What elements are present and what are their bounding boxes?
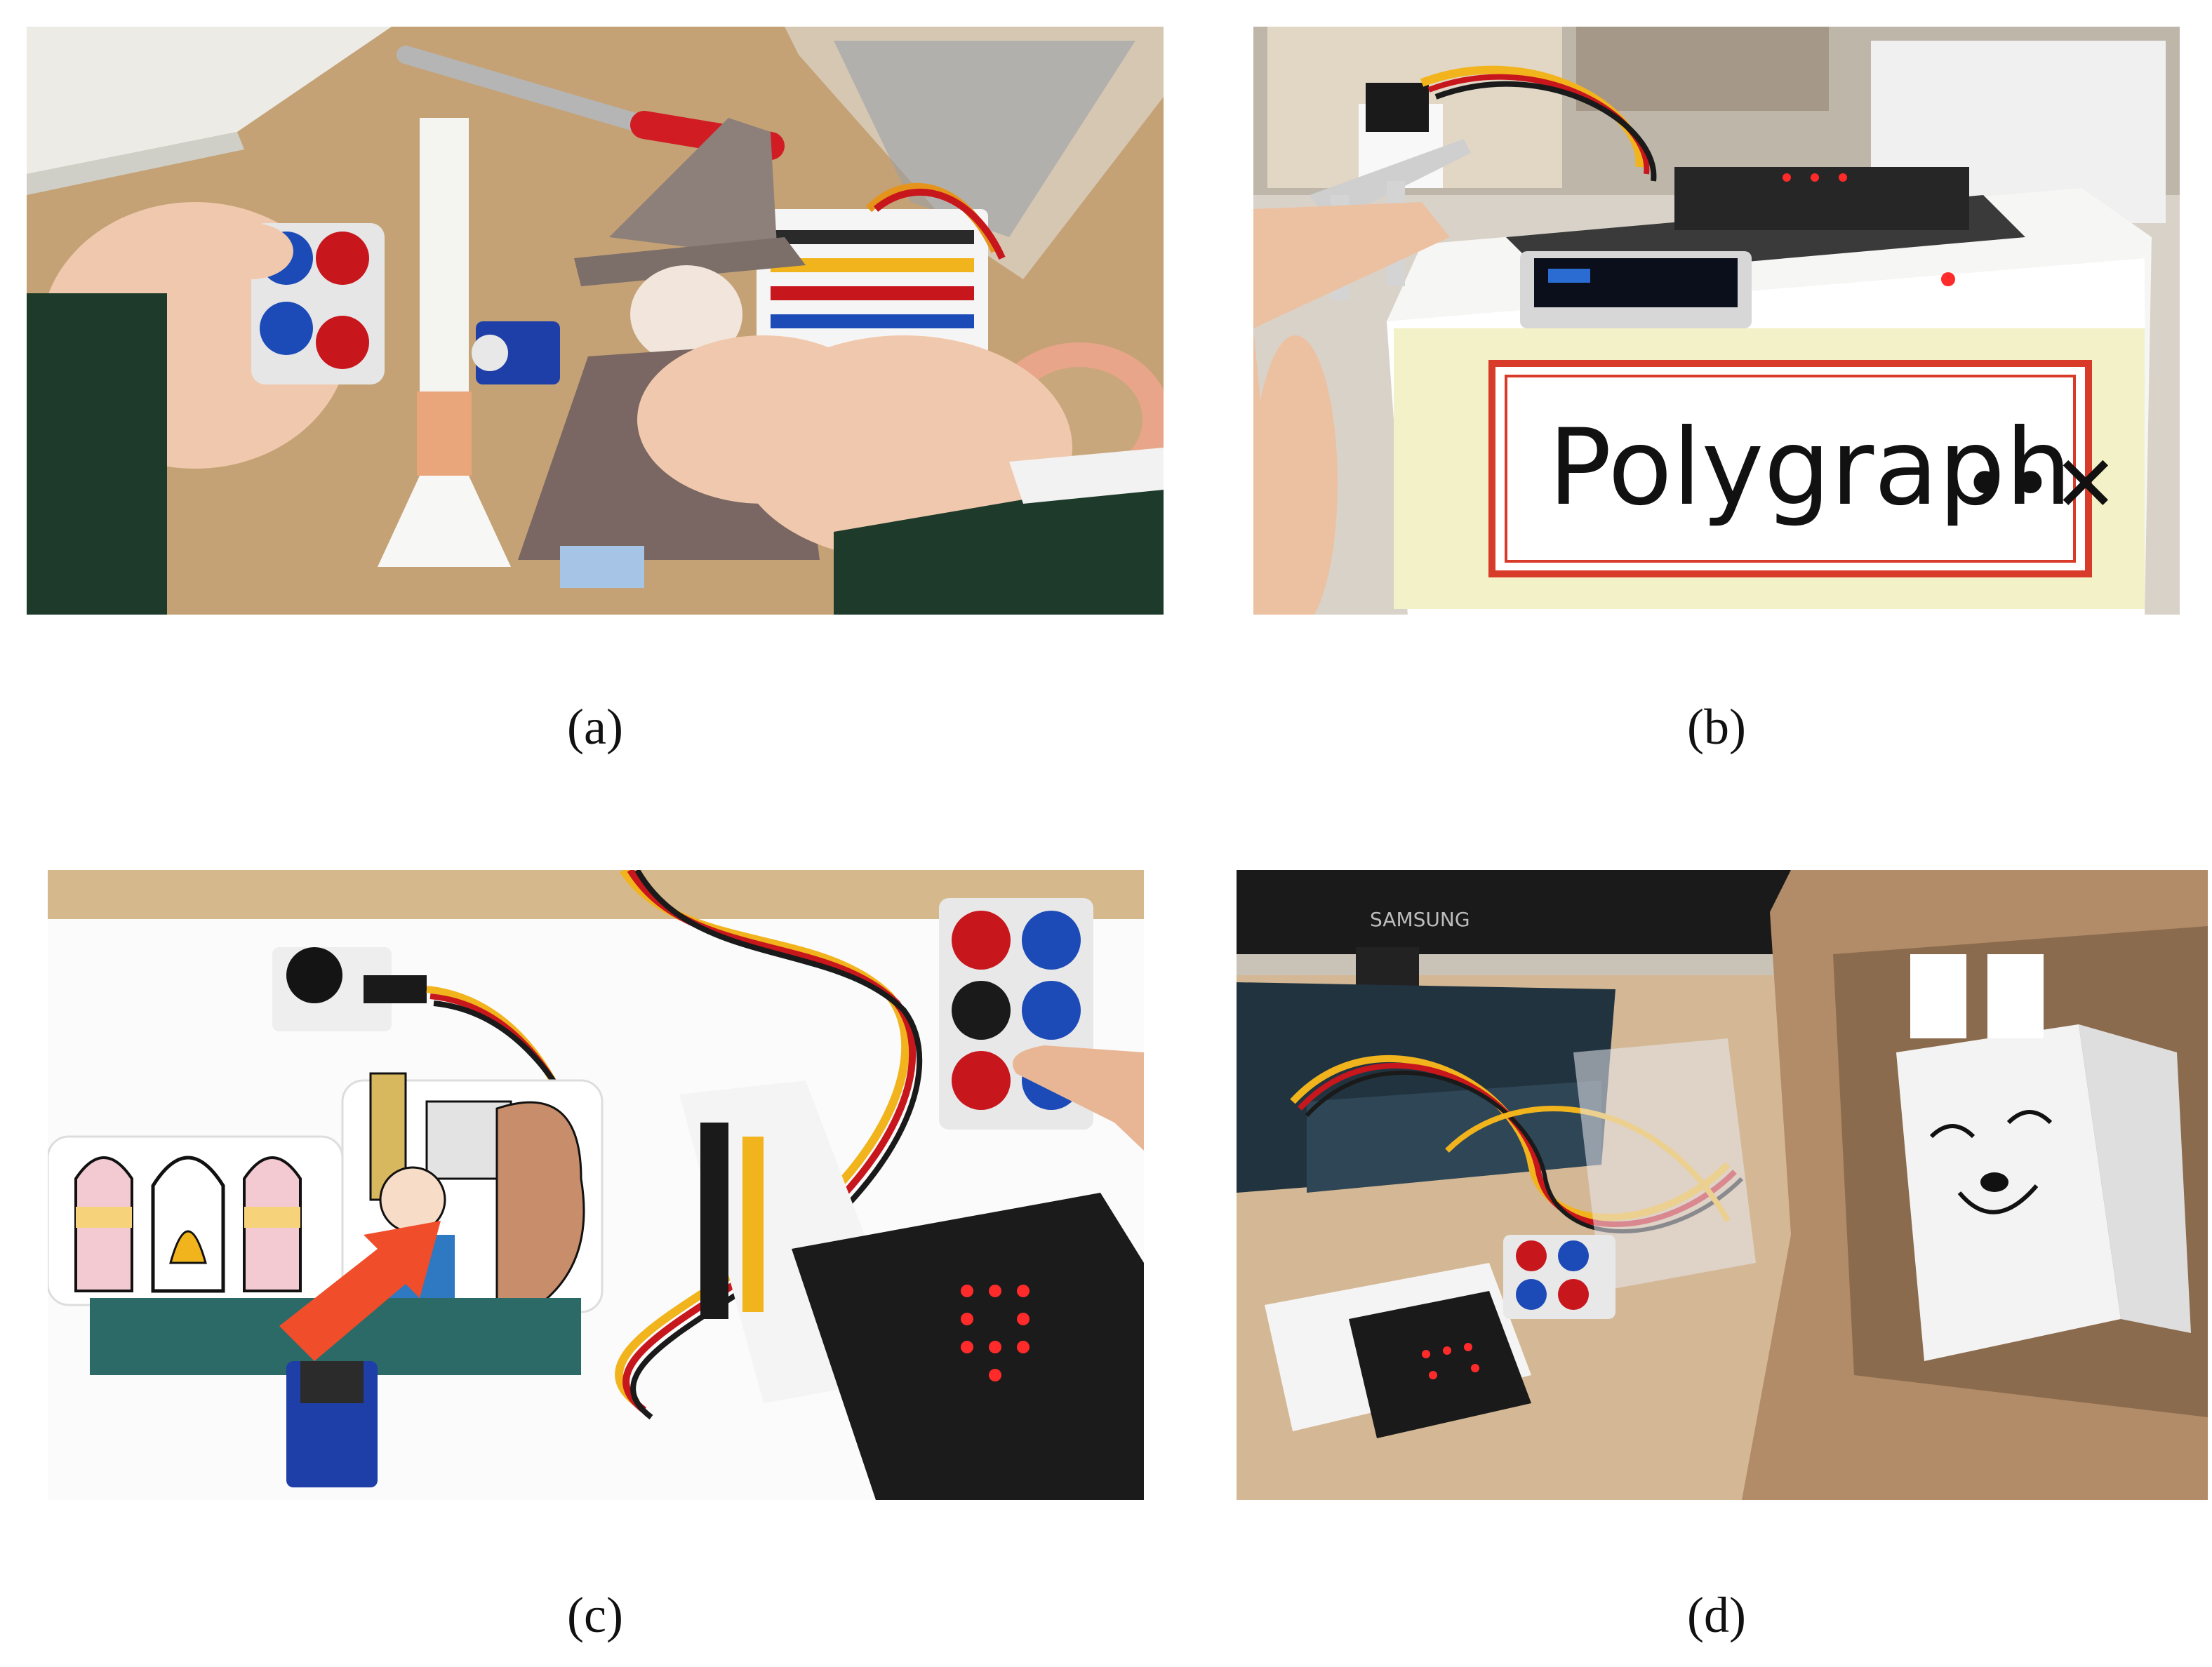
photo-panel-d: SAMSUNG (1237, 870, 2208, 1500)
caption-b: (b) (1687, 699, 1746, 755)
monitor-brand-text: SAMSUNG (1370, 908, 1470, 931)
caption-a: (a) (567, 699, 623, 755)
caption-d: (d) (1687, 1587, 1746, 1643)
photo-panel-b: Polygraph ••✕ (1253, 27, 2180, 615)
box-face-text: ••✕ (1962, 439, 2118, 529)
photo-panel-c (48, 870, 1144, 1500)
photo-panel-a (27, 27, 1164, 615)
caption-c: (c) (567, 1587, 623, 1643)
box-label-text: Polygraph (1548, 407, 2072, 529)
